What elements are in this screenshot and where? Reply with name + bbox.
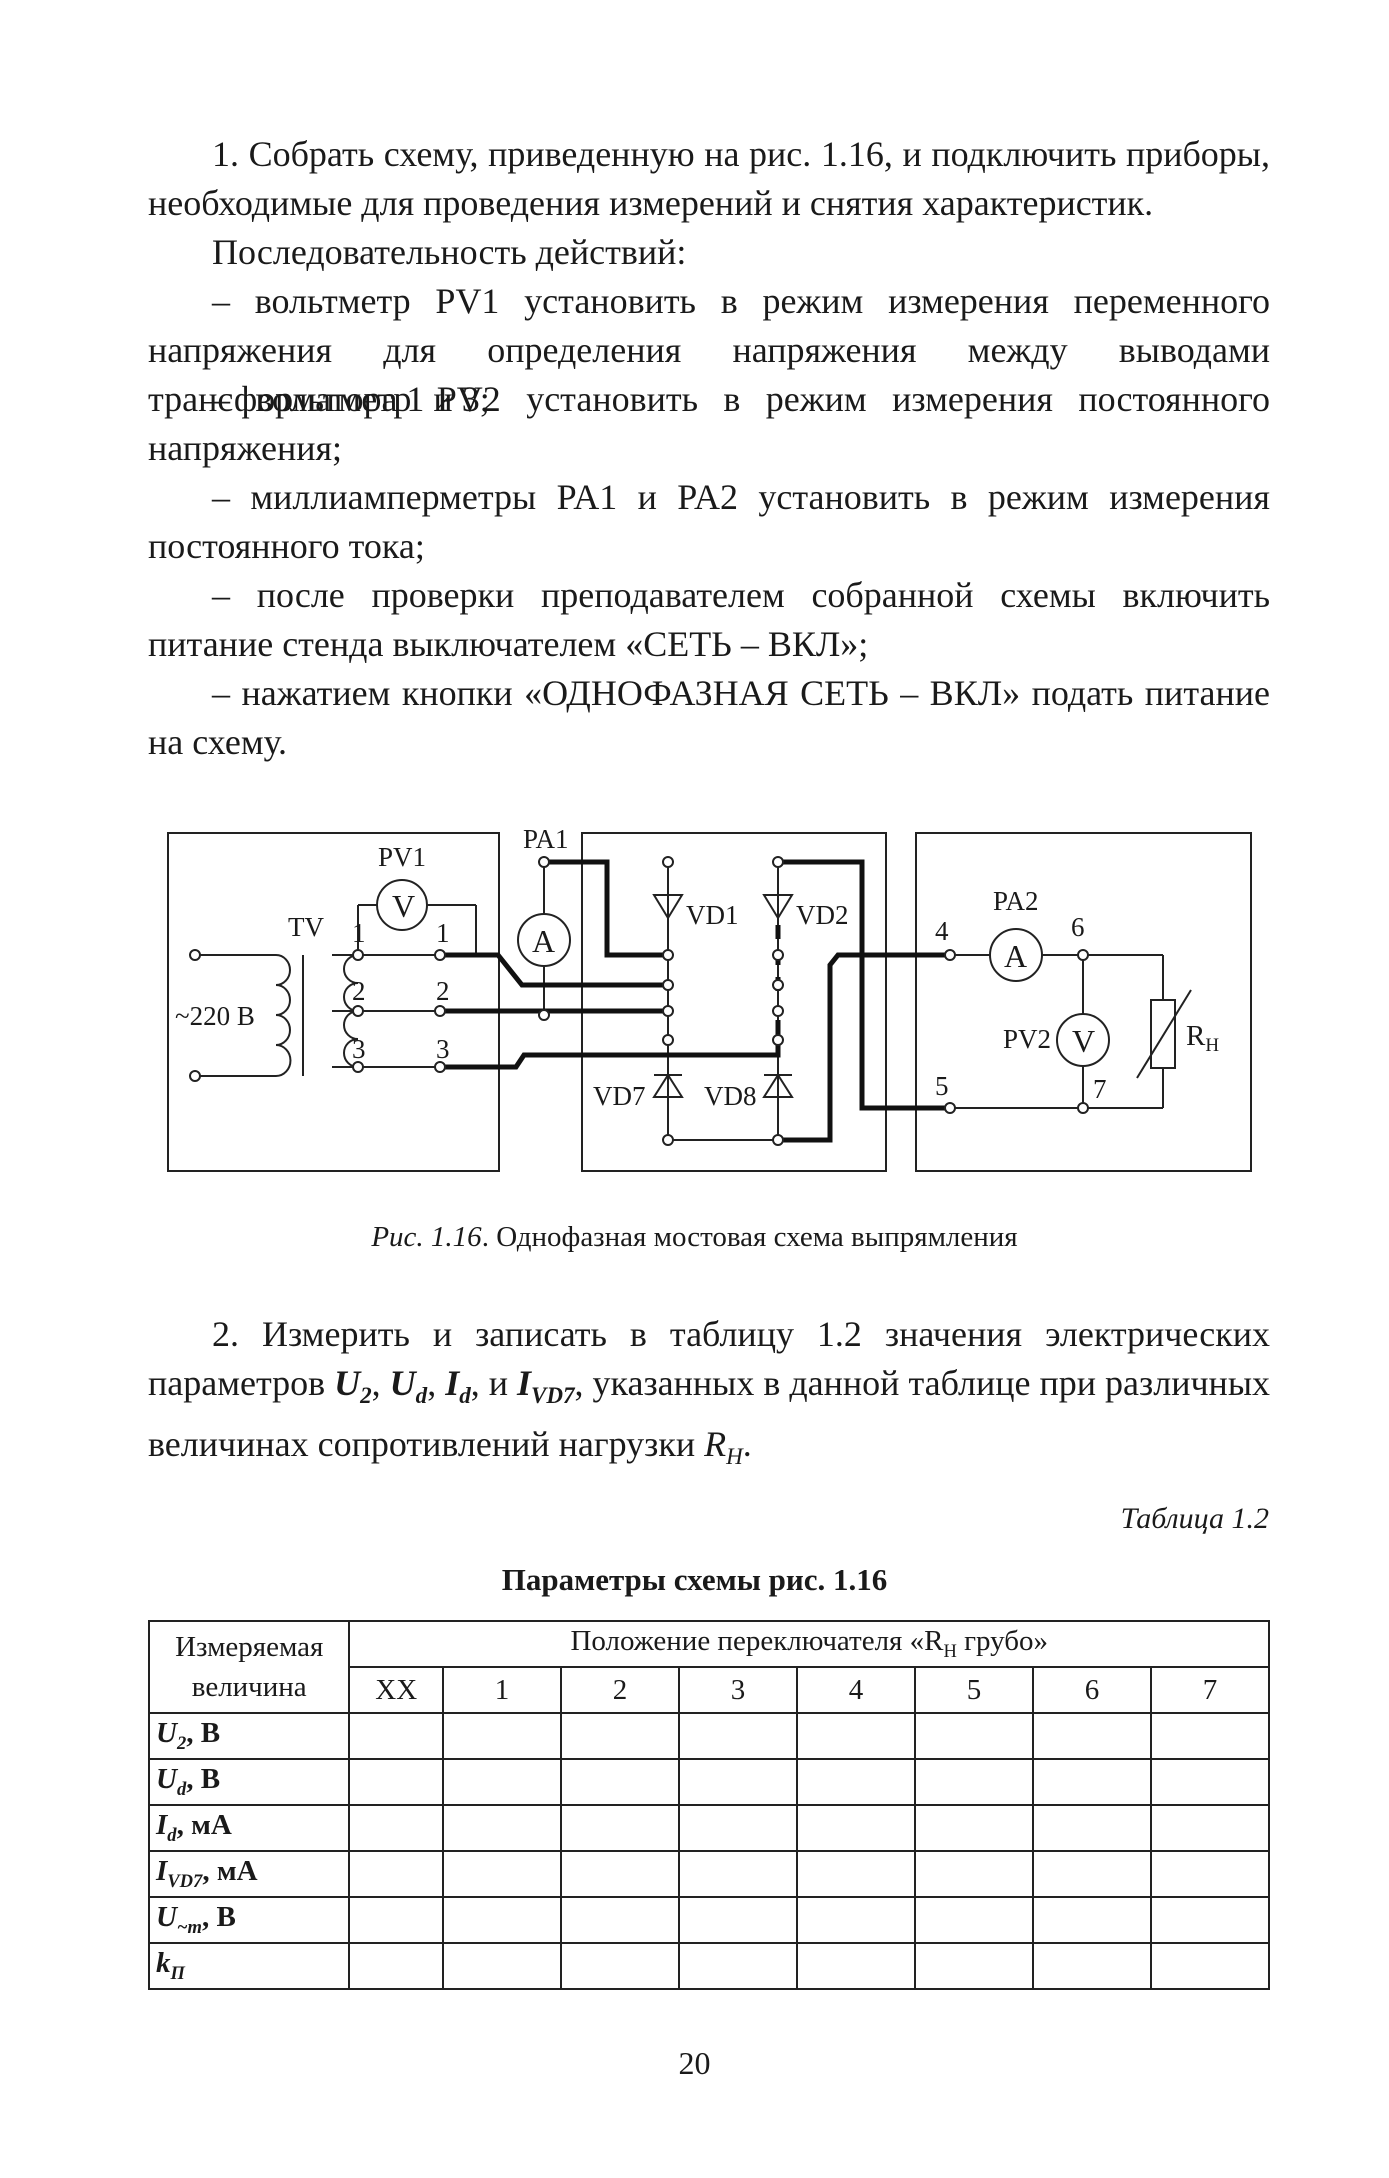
table-row: Id, мА [147,1804,1271,1852]
label-vd8: VD8 [704,1081,757,1111]
label-pa1: PA1 [523,824,569,854]
paragraph-2: Последовательность действий: [212,232,687,272]
label-vd7: VD7 [593,1081,646,1111]
row-label: kП [147,1942,351,1990]
pin-1-left: 1 [352,918,366,948]
pin-2-right: 2 [436,976,450,1006]
col-header: 2 [559,1666,680,1714]
col-header: 3 [677,1666,798,1714]
label-pv1: PV1 [378,842,426,872]
table-row: IVD7, мА [147,1850,1271,1898]
parameters-table: Измеряемая величина Положение переключат… [147,1620,1271,1990]
col-header: 5 [913,1666,1034,1714]
voltmeter-pv1 [376,879,428,931]
col-header: ХХ [348,1666,444,1714]
label-pa1-a: A [532,923,555,959]
row-label: IVD7, мА [147,1850,351,1898]
row-label: U~m, В [147,1896,351,1944]
label-vd2: VD2 [796,900,849,930]
diode-vd7 [652,1073,684,1098]
pin-3-right: 3 [436,1034,450,1064]
col-header: 7 [1149,1666,1271,1714]
paragraph-5: – миллиамперметры PA1 и PA2 установить в… [148,477,1270,566]
label-pv1-v: V [392,888,415,924]
label-pv2-v: V [1072,1023,1095,1059]
label-pv2: PV2 [1003,1024,1051,1054]
label-vd1: VD1 [686,900,739,930]
table-row: Ud, В [147,1758,1271,1806]
table-row: kП [147,1942,1271,1990]
paragraph-7: – нажатием кнопки «ОДНОФАЗНАЯ СЕТЬ – ВКЛ… [148,673,1270,762]
col-header: 1 [441,1666,562,1714]
label-pa2: PA2 [993,886,1039,916]
paragraph-1: 1. Собрать схему, приведенную на рис. 1.… [148,134,1270,223]
page-number: 20 [678,2045,711,2081]
row-label: Id, мА [147,1804,351,1852]
col-header: 6 [1031,1666,1152,1714]
load-panel [915,832,1252,1172]
paragraph-3: – вольтметр PV1 установить в режим измер… [148,281,1270,419]
table-number: Таблица 1.2 [1120,1502,1269,1535]
pin-3-left: 3 [352,1034,366,1064]
table-header-row: Измеряемая величина Положение переключат… [147,1620,1270,1714]
table-row: U2, В [147,1712,1271,1760]
pin-7: 7 [1093,1074,1107,1104]
label-tv: TV [288,912,324,942]
header-switch: Положение переключателя «RН грубо» [348,1620,1270,1668]
label-pa2-a: A [1004,938,1027,974]
pin-4: 4 [935,916,949,946]
row-label: Ud, В [147,1758,351,1806]
table-row: U~m, В [147,1896,1271,1944]
pin-1-right: 1 [436,918,450,948]
row-label: U2, В [147,1712,351,1760]
paragraph-4: – вольтметр PV2 установить в режим измер… [148,379,1270,468]
transformer-panel [167,832,500,1172]
pin-2-left: 2 [352,976,366,1006]
bridge-panel [581,832,887,1172]
pin-5: 5 [935,1071,949,1101]
header-measured: Измеряемая величина [147,1620,351,1714]
paragraph-step2: 2. Измерить и записать в таблицу 1.2 зна… [148,1314,1271,1470]
table-title: Параметры схемы рис. 1.16 [501,1562,888,1597]
figure-caption: Рис. 1.16. Однофазная мостовая схема вып… [371,1221,1018,1253]
table-columns-row: ХХ 1 2 3 4 5 6 7 [149,1666,1271,1714]
circuit-diagram: PV1 V PA1 A TV ~220 В 1 1 2 2 3 3 VD1 VD… [167,824,1252,1172]
label-rh: RН [1186,1020,1219,1056]
diode-vd8 [762,1073,794,1098]
paragraph-6: – после проверки преподавателем собранно… [148,575,1270,664]
col-header: 4 [795,1666,916,1714]
label-supply: ~220 В [175,1001,255,1031]
pin-6: 6 [1071,912,1085,942]
